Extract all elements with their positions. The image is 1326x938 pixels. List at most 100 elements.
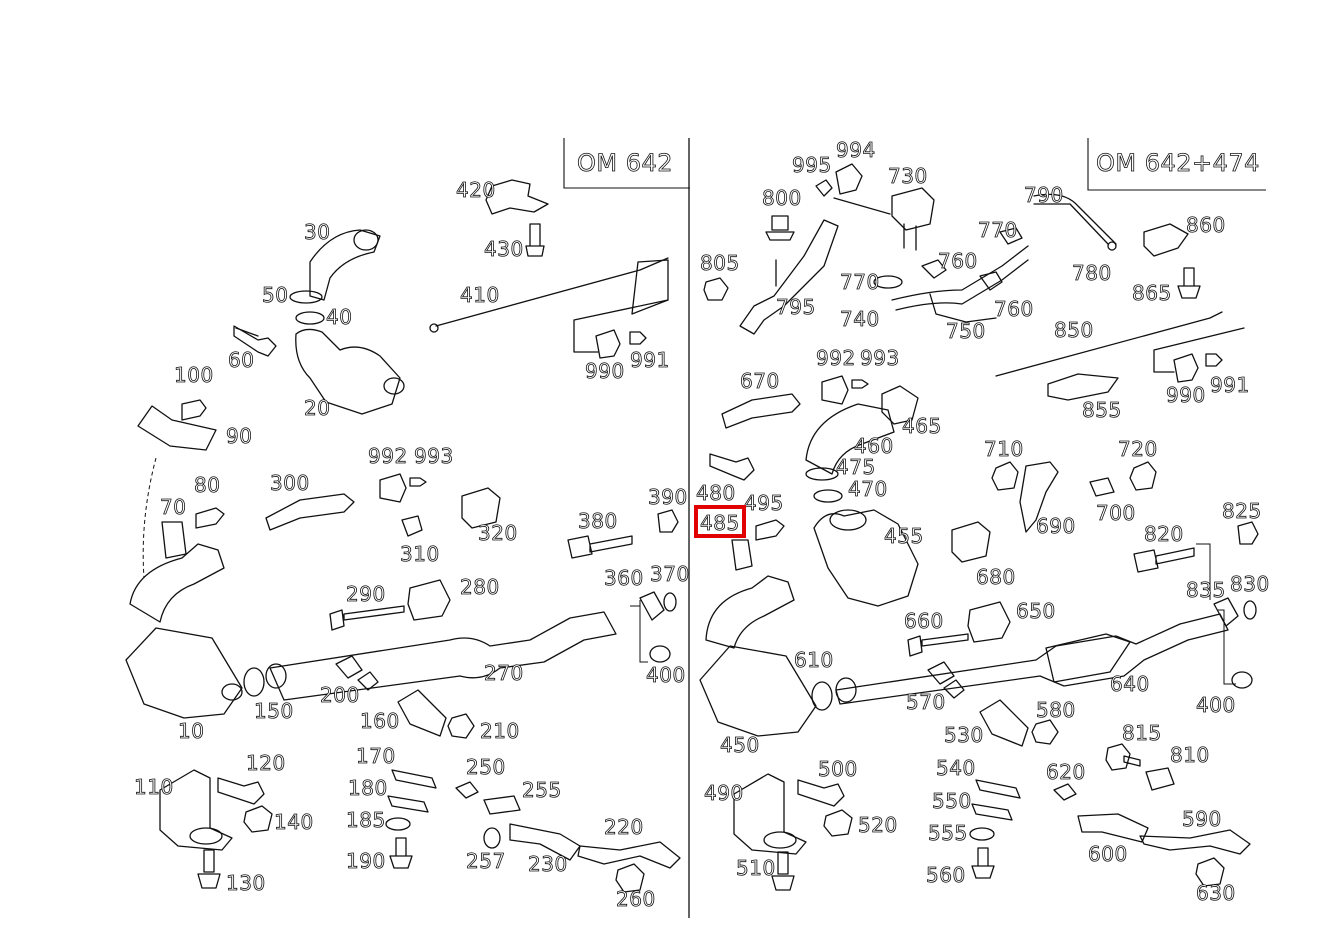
right-callout-820: 820 (1144, 522, 1184, 546)
left-panel-header: OM 642 (563, 138, 690, 189)
right-callout-590: 590 (1182, 807, 1222, 831)
left-callout-130: 130 (226, 871, 266, 895)
right-callout-790: 790 (1024, 183, 1064, 207)
right-callout-760: 760 (938, 249, 978, 273)
left-callout-430: 430 (484, 237, 524, 261)
left-callout-170: 170 (356, 744, 396, 768)
right-panel-header: OM 642+474 (1087, 138, 1266, 191)
left-callout-180: 180 (348, 776, 388, 800)
left-callout-10: 10 (178, 719, 204, 743)
right-callout-530: 530 (944, 723, 984, 747)
right-callout-600: 600 (1088, 842, 1128, 866)
right-panel-title: OM 642+474 (1096, 149, 1260, 177)
right-callout-680: 680 (976, 565, 1016, 589)
right-callout-465: 465 (902, 414, 942, 438)
left-callout-185: 185 (346, 808, 386, 832)
right-callout-770: 770 (840, 270, 880, 294)
right-callout-450: 450 (720, 733, 760, 757)
right-callout-740: 740 (840, 307, 880, 331)
right-callout-460: 460 (854, 434, 894, 458)
right-callout-495: 495 (744, 491, 784, 515)
left-callout-190: 190 (346, 849, 386, 873)
left-callout-60: 60 (228, 348, 254, 372)
left-callout-300: 300 (270, 471, 310, 495)
right-callout-480: 480 (696, 481, 736, 505)
selected-part-highlight (694, 505, 746, 538)
right-callout-710: 710 (984, 437, 1024, 461)
left-callout-992: 992 (368, 444, 408, 468)
right-callout-455: 455 (884, 524, 924, 548)
right-callout-730: 730 (888, 164, 928, 188)
left-callout-220: 220 (604, 815, 644, 839)
right-callout-865: 865 (1132, 281, 1172, 305)
right-callout-720: 720 (1118, 437, 1158, 461)
right-callout-620: 620 (1046, 760, 1086, 784)
right-callout-540: 540 (936, 756, 976, 780)
right-callout-500: 500 (818, 757, 858, 781)
left-callout-100: 100 (174, 363, 214, 387)
right-callout-770: 770 (978, 218, 1018, 242)
left-callout-270: 270 (484, 661, 524, 685)
right-callout-650: 650 (1016, 599, 1056, 623)
right-callout-750: 750 (946, 319, 986, 343)
right-callout-860: 860 (1186, 213, 1226, 237)
right-callout-850: 850 (1054, 318, 1094, 342)
left-callout-280: 280 (460, 575, 500, 599)
left-callout-40: 40 (326, 305, 352, 329)
left-callout-140: 140 (274, 810, 314, 834)
left-callout-260: 260 (616, 887, 656, 911)
highlighted-callout-485[interactable]: 485 (700, 511, 740, 536)
left-callout-80: 80 (194, 473, 220, 497)
left-callout-993: 993 (414, 444, 454, 468)
left-callout-110: 110 (134, 775, 174, 799)
left-callout-380: 380 (578, 509, 618, 533)
right-callout-510: 510 (736, 856, 776, 880)
right-callout-825: 825 (1222, 499, 1262, 523)
right-callout-810: 810 (1170, 743, 1210, 767)
left-callout-70: 70 (160, 495, 186, 519)
left-callout-420: 420 (456, 178, 496, 202)
right-callout-555: 555 (928, 821, 968, 845)
right-callout-475: 475 (836, 455, 876, 479)
left-callout-120: 120 (246, 751, 286, 775)
right-callout-994: 994 (836, 138, 876, 162)
right-callout-490: 490 (704, 781, 744, 805)
right-callout-660: 660 (904, 609, 944, 633)
right-callout-993: 993 (860, 346, 900, 370)
left-callout-360: 360 (604, 566, 644, 590)
right-callout-990: 990 (1166, 383, 1206, 407)
right-callout-830: 830 (1230, 572, 1270, 596)
left-callout-320: 320 (478, 521, 518, 545)
left-panel-title: OM 642 (577, 149, 673, 177)
right-panel-parts (699, 163, 1259, 891)
right-callout-760: 760 (994, 297, 1034, 321)
right-callout-815: 815 (1122, 721, 1162, 745)
right-callout-795: 795 (776, 295, 816, 319)
left-callout-370: 370 (650, 562, 690, 586)
right-callout-610: 610 (794, 648, 834, 672)
right-callout-780: 780 (1072, 261, 1112, 285)
left-panel-parts (125, 179, 681, 893)
right-callout-640: 640 (1110, 672, 1150, 696)
right-callout-550: 550 (932, 789, 972, 813)
right-callout-700: 700 (1096, 501, 1136, 525)
left-callout-310: 310 (400, 542, 440, 566)
right-callout-991: 991 (1210, 373, 1250, 397)
left-callout-210: 210 (480, 719, 520, 743)
left-callout-991: 991 (630, 348, 670, 372)
right-callout-570: 570 (906, 690, 946, 714)
right-callout-800: 800 (762, 186, 802, 210)
left-callout-257: 257 (466, 849, 506, 873)
right-callout-995: 995 (792, 153, 832, 177)
left-callout-160: 160 (360, 709, 400, 733)
right-callout-400: 400 (1196, 693, 1236, 717)
left-callout-250: 250 (466, 755, 506, 779)
left-callout-150: 150 (254, 699, 294, 723)
right-callout-560: 560 (926, 863, 966, 887)
right-callout-855: 855 (1082, 398, 1122, 422)
right-callout-520: 520 (858, 813, 898, 837)
left-callout-50: 50 (262, 283, 288, 307)
